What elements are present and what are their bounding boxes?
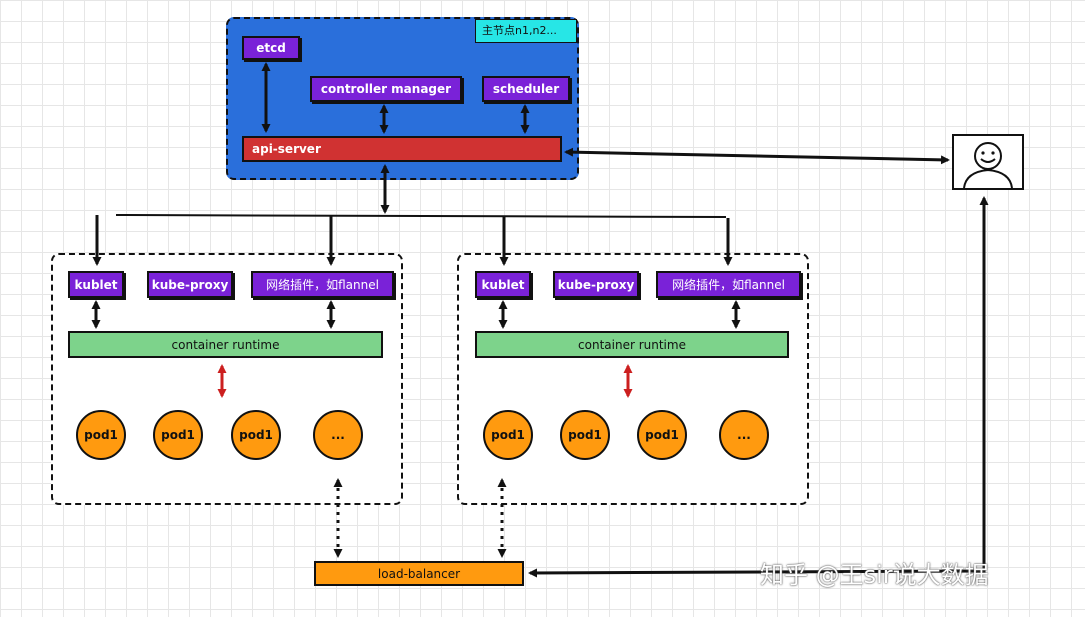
pod-circle: pod1 [76, 410, 126, 460]
kube-proxy-box: kube-proxy [147, 271, 233, 298]
api-server-box: api-server [242, 136, 562, 162]
load-balancer-box: load-balancer [314, 561, 524, 586]
master-node-tag: 主节点n1,n2... [475, 19, 577, 43]
pod-circle: pod1 [231, 410, 281, 460]
pod-circle: pod1 [153, 410, 203, 460]
container-runtime-box: container runtime [68, 331, 383, 358]
scheduler-box: scheduler [482, 76, 570, 102]
kublet-box: kublet [68, 271, 124, 298]
controller-manager-box: controller manager [310, 76, 462, 102]
user-lb-line [528, 196, 989, 578]
pod-circle-more: ... [313, 410, 363, 460]
etcd-box: etcd [242, 36, 300, 60]
api-user-arrow [564, 147, 950, 165]
distribution-bus [115, 214, 727, 218]
watermark-text: 知乎 @王sir说大数据 [760, 561, 989, 589]
smiley-user-icon [952, 134, 1024, 190]
kublet-box: kublet [475, 271, 531, 298]
network-plugin-box: 网络插件，如flannel [251, 271, 394, 298]
